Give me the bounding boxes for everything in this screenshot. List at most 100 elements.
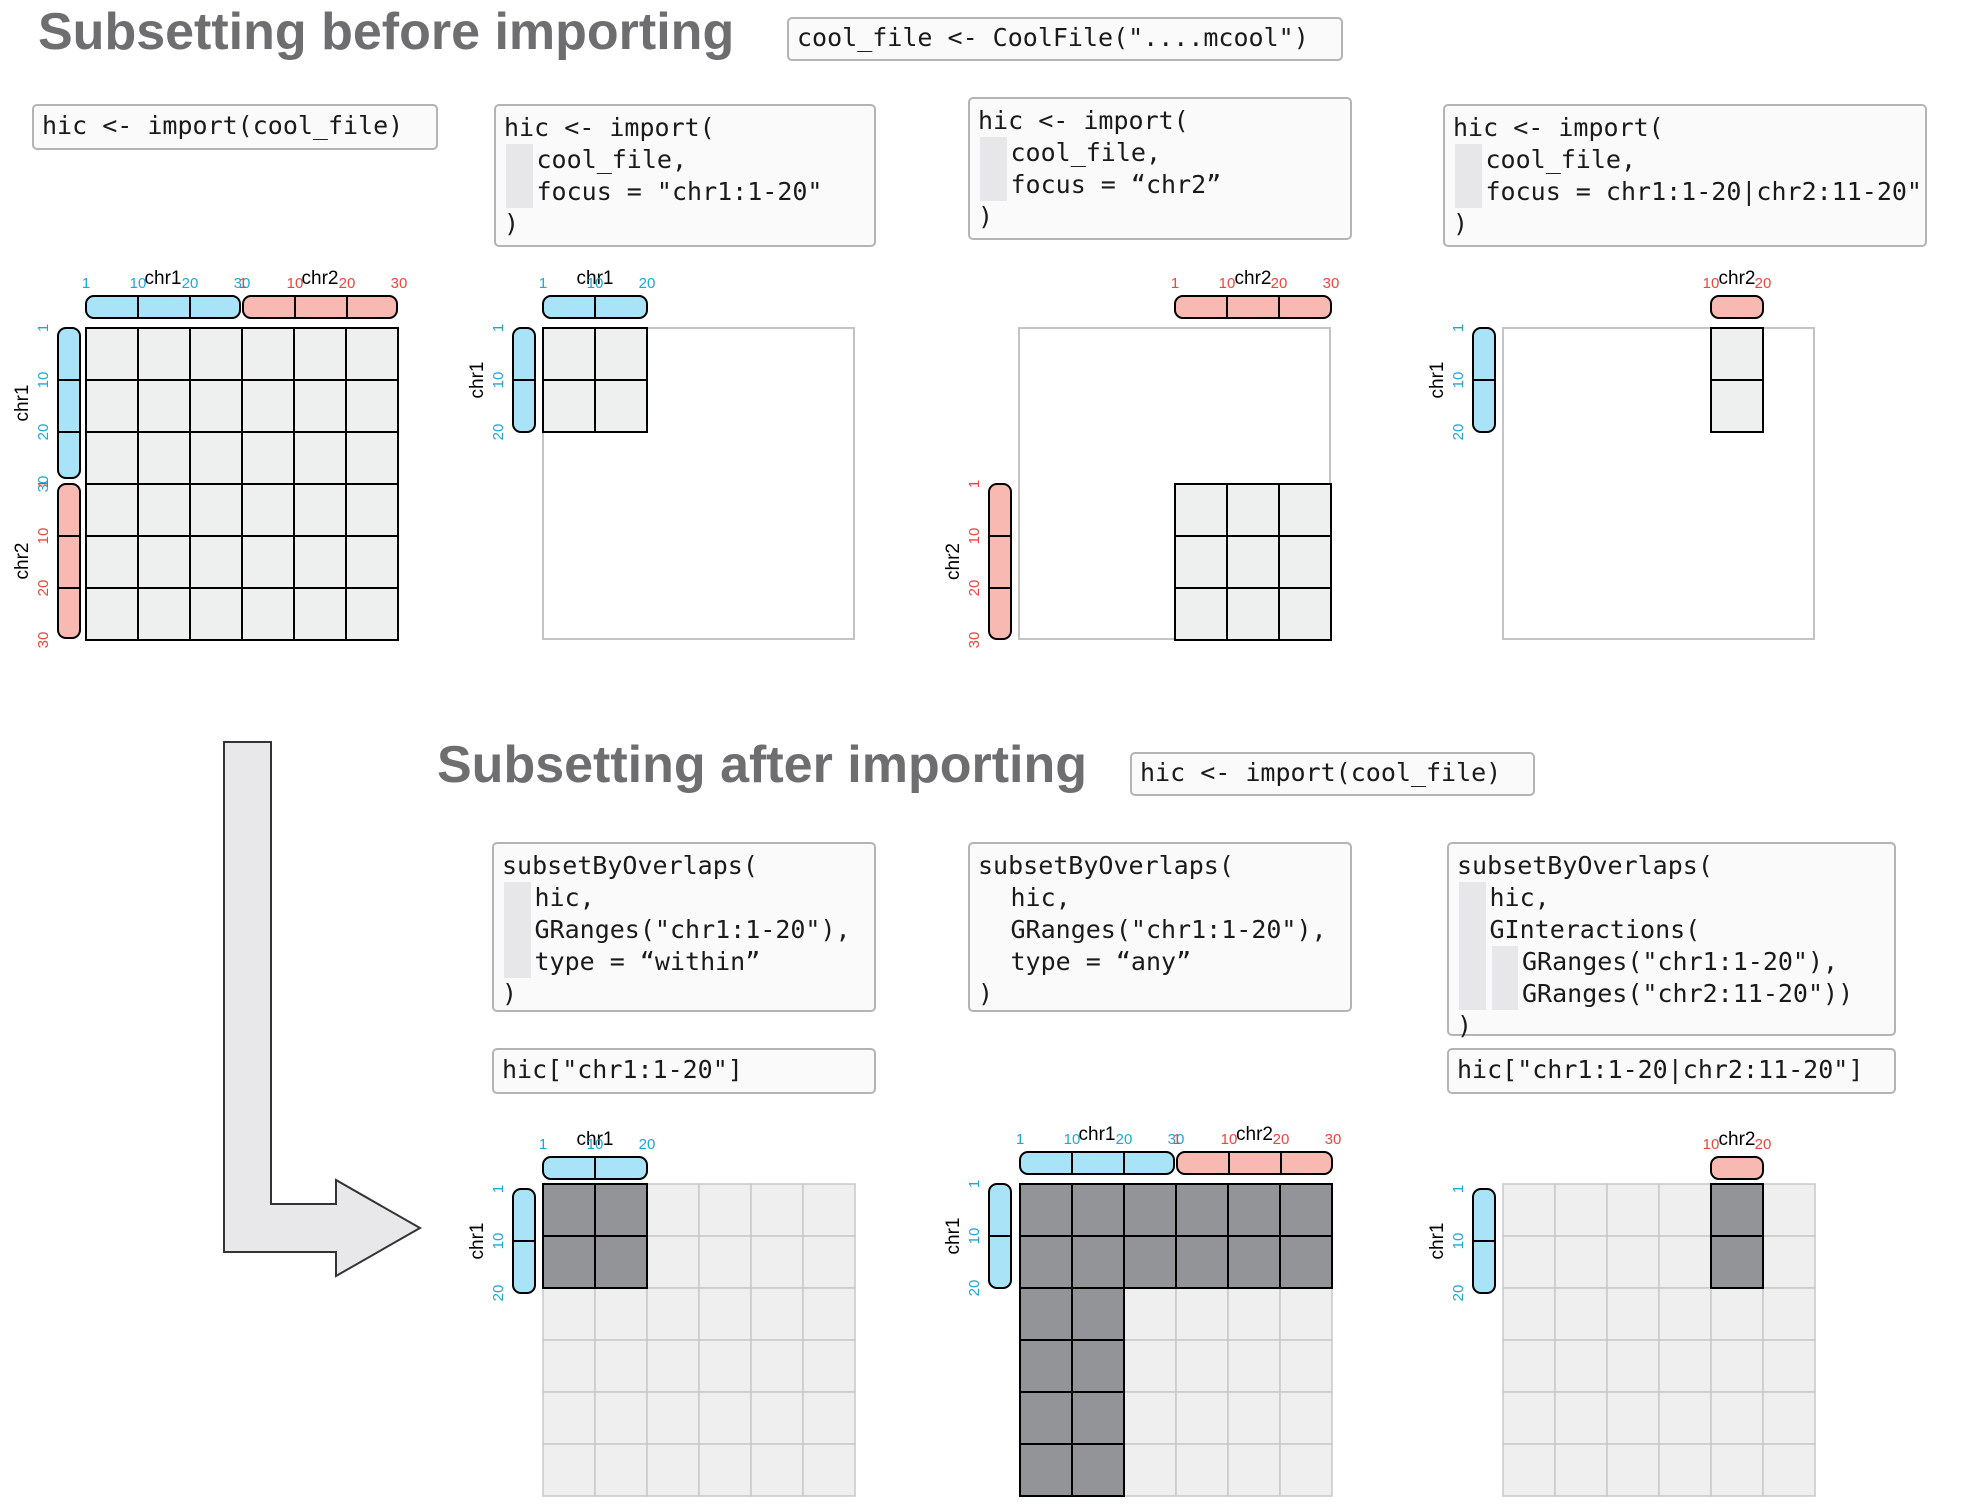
- matrix-cell-selected: [1279, 1183, 1333, 1237]
- matrix-cell-selected: [542, 1235, 596, 1289]
- indent-guide: [506, 176, 533, 208]
- code-text: GInteractions(: [1489, 915, 1701, 944]
- code-line: hic,: [1457, 882, 1886, 914]
- code-line: cool_file,: [504, 144, 866, 176]
- code-line: ): [504, 208, 866, 240]
- matrix-cell-selected: [1071, 1287, 1125, 1341]
- chr2-tick: 20: [35, 580, 52, 597]
- chr1-tick: 10: [490, 1233, 507, 1250]
- matrix-cell: [241, 535, 295, 589]
- chr2-tick: 10: [1703, 275, 1720, 292]
- matrix-cell-faded: [1502, 1391, 1556, 1445]
- matrix-cell: [137, 587, 191, 641]
- matrix-cell-selected: [1019, 1287, 1073, 1341]
- code-text: GRanges("chr1:1-20"),: [1522, 947, 1839, 976]
- code-line: cool_file,: [1453, 144, 1917, 176]
- matrix-cell-faded: [802, 1391, 856, 1445]
- matrix-cell-selected: [1071, 1443, 1125, 1497]
- chr1-tick: 1: [966, 1180, 983, 1188]
- matrix-cell-faded: [802, 1235, 856, 1289]
- code-text: hic,: [1010, 883, 1071, 912]
- matrix-cell-faded: [1175, 1339, 1229, 1393]
- matrix-cell-selected: [1071, 1183, 1125, 1237]
- matrix-cell: [1710, 379, 1764, 433]
- chr2-tick: 10: [1221, 1131, 1238, 1148]
- chr1-label: chr1: [12, 385, 33, 422]
- matrix-cell-faded: [750, 1235, 804, 1289]
- chr1-tick: 10: [587, 1136, 604, 1153]
- matrix-cell-faded: [1658, 1235, 1712, 1289]
- matrix-cell-faded: [1658, 1287, 1712, 1341]
- chr1-bar: [57, 327, 81, 479]
- matrix-cell: [293, 431, 347, 485]
- chr1-tick: 1: [1450, 324, 1467, 332]
- matrix-cell-selected: [1279, 1235, 1333, 1289]
- matrix-cell-faded: [1175, 1287, 1229, 1341]
- indent-guide: [504, 914, 531, 946]
- code-text: GRanges("chr2:11-20")): [1522, 979, 1854, 1008]
- matrix-cell-faded: [1658, 1183, 1712, 1237]
- matrix-cell: [293, 535, 347, 589]
- chr1-tick: 10: [1450, 372, 1467, 389]
- chr1-tick: 20: [639, 1136, 656, 1153]
- chr1-tick: 10: [35, 372, 52, 389]
- matrix-cell-faded: [1279, 1391, 1333, 1445]
- chr2-tick: 1: [1173, 1131, 1181, 1148]
- matrix-cell-faded: [1710, 1443, 1764, 1497]
- indent-guide: [1459, 946, 1486, 978]
- title-after: Subsetting after importing: [437, 736, 1087, 794]
- matrix-cell-faded: [1279, 1339, 1333, 1393]
- matrix-cell-faded: [1279, 1287, 1333, 1341]
- chr1-label: chr1: [943, 1218, 964, 1255]
- code-text: GRanges("chr1:1-20"),: [534, 915, 851, 944]
- matrix-cell: [345, 431, 399, 485]
- matrix-cell: [137, 535, 191, 589]
- matrix-cell-faded: [698, 1287, 752, 1341]
- code-text: cool_file,: [536, 145, 688, 174]
- matrix-cell-selected: [594, 1183, 648, 1237]
- code-line: hic["chr1:1-20"]: [502, 1054, 866, 1086]
- matrix-cell-faded: [1710, 1339, 1764, 1393]
- code-text: ): [1453, 209, 1469, 238]
- chr2-label: chr2: [1719, 1129, 1756, 1150]
- code-text: cool_file,: [1010, 138, 1162, 167]
- matrix-cell: [594, 379, 648, 433]
- matrix-cell: [189, 327, 243, 381]
- matrix-cell-faded: [1227, 1443, 1281, 1497]
- matrix-cell: [189, 587, 243, 641]
- matrix-cell-faded: [698, 1443, 752, 1497]
- matrix-cell: [85, 379, 139, 433]
- chr2-label: chr2: [1235, 268, 1272, 289]
- matrix-cell-selected: [1123, 1235, 1177, 1289]
- matrix-cell-faded: [1762, 1183, 1816, 1237]
- code-text: type = “within”: [534, 947, 761, 976]
- code-text: hic <- import(: [504, 113, 715, 142]
- chr1-tick: 10: [490, 372, 507, 389]
- code-text: hic <- import(cool_file): [42, 111, 404, 140]
- matrix-cell-faded: [1175, 1443, 1229, 1497]
- matrix-cell: [137, 327, 191, 381]
- code-line: ): [978, 978, 1342, 1010]
- matrix-cell-faded: [1606, 1235, 1660, 1289]
- matrix-cell: [241, 431, 295, 485]
- code-text: ): [1457, 1011, 1473, 1040]
- matrix-cell-faded: [802, 1287, 856, 1341]
- chr1-tick: 10: [130, 275, 147, 292]
- matrix-cell-faded: [802, 1443, 856, 1497]
- chr1-tick: 20: [1450, 1285, 1467, 1302]
- chr1-bar: [85, 295, 241, 319]
- code-subset-within: subsetByOverlaps(hic,GRanges("chr1:1-20"…: [492, 842, 876, 1012]
- code-bracket-chr1: hic["chr1:1-20"]: [492, 1048, 876, 1094]
- code-text: cool_file,: [1485, 145, 1637, 174]
- matrix-cell-faded: [646, 1235, 700, 1289]
- code-line: hic <- import(: [504, 112, 866, 144]
- matrix-cell-selected: [542, 1183, 596, 1237]
- code-line: type = “within”: [502, 946, 866, 978]
- matrix-cell-faded: [1502, 1287, 1556, 1341]
- matrix-cell-selected: [1019, 1391, 1073, 1445]
- code-subset-ginteractions: subsetByOverlaps(hic,GInteractions(GRang…: [1447, 842, 1896, 1040]
